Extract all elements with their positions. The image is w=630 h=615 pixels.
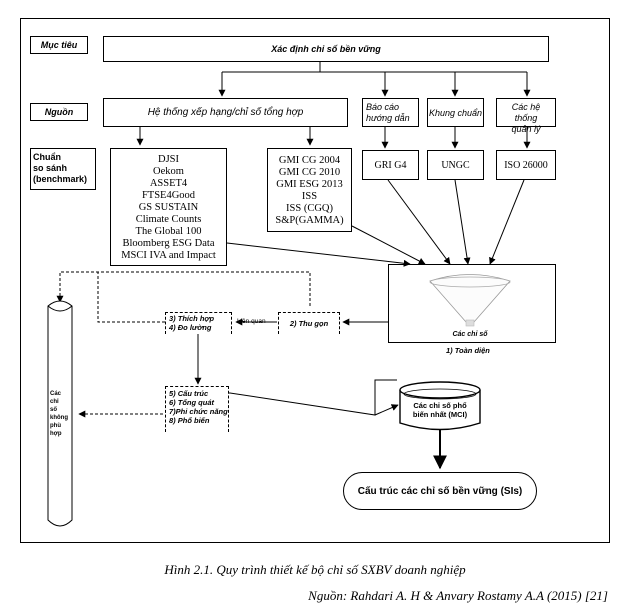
doc-line: 4) Đo lường [169, 323, 212, 332]
source-report-line: Báo cáo [366, 102, 400, 112]
related-label: Liên quan [237, 318, 266, 325]
benchmark-item: The Global 100 [135, 226, 202, 237]
benchmark-item: DJSI [157, 154, 179, 165]
row-label-benchmark-line: Chuẩn [33, 152, 61, 162]
benchmark-item: GMI CG 2010 [278, 167, 341, 178]
benchmark-item: Oekom [153, 166, 184, 177]
benchmark-item: S&P(GAMMA) [275, 215, 344, 226]
benchmark-item: Bloomberg ESG Data [122, 238, 215, 249]
doc-condense: 2) Thu gọn [278, 312, 340, 334]
figure-caption-text: Hình 2.1. Quy trình thiết kế bộ chỉ số S… [164, 562, 466, 577]
row-label-benchmark: Chuẩn so sánh (benchmark) [30, 148, 96, 190]
figure-caption: Hình 2.1. Quy trình thiết kế bộ chỉ số S… [0, 562, 630, 578]
benchmark-item: ISS (CGQ) [286, 203, 333, 214]
funnel-caption-text: 1) Toàn diện [446, 346, 490, 355]
source-note: Nguồn: Rahdari A. H & Anvary Rostamy A.A… [308, 588, 608, 604]
database-line: Các chỉ số phổ [413, 401, 467, 410]
doc-line: 3) Thích hợp [169, 314, 215, 323]
doc-line: 8) Phổ biến [169, 416, 210, 425]
goal-box-text: Xác định chỉ số bền vững [271, 44, 381, 54]
related-label-text: Liên quan [237, 318, 266, 325]
cylinder-line: hợp [50, 431, 62, 437]
cylinder-shape [47, 300, 73, 527]
funnel-box [388, 264, 556, 343]
benchmark-item: FTSE4Good [141, 190, 196, 201]
cylinder-line: số [50, 407, 58, 413]
benchmark-iso-box: ISO 26000 [496, 150, 556, 180]
source-mgmt-box: Các hệ thống quản lý [496, 98, 556, 134]
goal-box: Xác định chỉ số bền vững [103, 36, 549, 62]
doc-structure: 5) Cấu trúc 6) Tổng quát 7)Phi chức năng… [165, 386, 229, 432]
benchmark-iso-text: ISO 26000 [504, 159, 548, 171]
benchmark-governance-list: GMI CG 2004 GMI CG 2010 GMI ESG 2013 ISS… [267, 148, 352, 232]
benchmark-gri-text: GRI G4 [374, 159, 407, 171]
cylinder-label: Các chỉ số không phù hợp [50, 390, 72, 438]
database-line: biến nhất (MCI) [412, 410, 468, 419]
row-label-source: Nguồn [30, 103, 88, 121]
source-main-text: Hệ thống xếp hạng/chỉ số tổng hợp [147, 107, 304, 118]
source-report-box: Báo cáo hướng dẫn [362, 98, 419, 127]
source-report-line: hướng dẫn [366, 113, 410, 123]
cylinder-line: phù [50, 423, 61, 429]
source-note-text: Nguồn: Rahdari A. H & Anvary Rostamy A.A… [308, 588, 608, 603]
benchmark-item: Climate Counts [135, 214, 202, 225]
funnel-label-text: Các chỉ số [452, 331, 488, 338]
row-label-benchmark-line: so sánh [33, 163, 68, 173]
row-label-goal-text: Mục tiêu [40, 40, 78, 50]
benchmark-item: ISS [301, 191, 318, 202]
cylinder-line: không [50, 415, 68, 421]
doc-line: 5) Cấu trúc [169, 389, 209, 398]
cylinder-line: chỉ [50, 399, 59, 405]
source-mgmt-line: quản lý [511, 124, 541, 134]
final-structure-text: Cấu trúc các chỉ số bền vững (SIs) [357, 485, 523, 497]
funnel-caption: 1) Toàn diện [446, 346, 490, 355]
database-label: Các chỉ số phổ biến nhất (MCI) [400, 401, 480, 419]
benchmark-ratings-list: DJSI Oekom ASSET4 FTSE4Good GS SUSTAIN C… [110, 148, 227, 266]
benchmark-ungc-box: UNGC [427, 150, 484, 180]
benchmark-item: MSCI IVA and Impact [121, 250, 216, 261]
benchmark-item: ASSET4 [149, 178, 188, 189]
benchmark-gri-box: GRI G4 [362, 150, 419, 180]
source-framework-box: Khung chuẩn [427, 98, 484, 127]
cylinder-line: Các [50, 391, 62, 397]
row-label-source-text: Nguồn [44, 107, 74, 117]
benchmark-ungc-text: UNGC [441, 159, 470, 171]
final-structure-box: Cấu trúc các chỉ số bền vững (SIs) [343, 472, 537, 510]
doc-line: 7)Phi chức năng [169, 407, 228, 416]
source-main-box: Hệ thống xếp hạng/chỉ số tổng hợp [103, 98, 348, 127]
doc-fit-measure: 3) Thích hợp 4) Đo lường [165, 312, 232, 334]
source-framework-text: Khung chuẩn [428, 107, 483, 118]
row-label-benchmark-line: (benchmark) [33, 174, 88, 184]
doc-line: 6) Tổng quát [169, 398, 214, 407]
diagram-frame [20, 18, 610, 543]
benchmark-item: GMI ESG 2013 [276, 179, 343, 190]
doc-condense-text: 2) Thu gọn [289, 319, 329, 328]
funnel-label: Các chỉ số [440, 331, 500, 338]
benchmark-item: GS SUSTAIN [138, 202, 199, 213]
benchmark-item: GMI CG 2004 [278, 155, 341, 166]
row-label-goal: Mục tiêu [30, 36, 88, 54]
source-mgmt-line: Các hệ thống [511, 102, 541, 123]
